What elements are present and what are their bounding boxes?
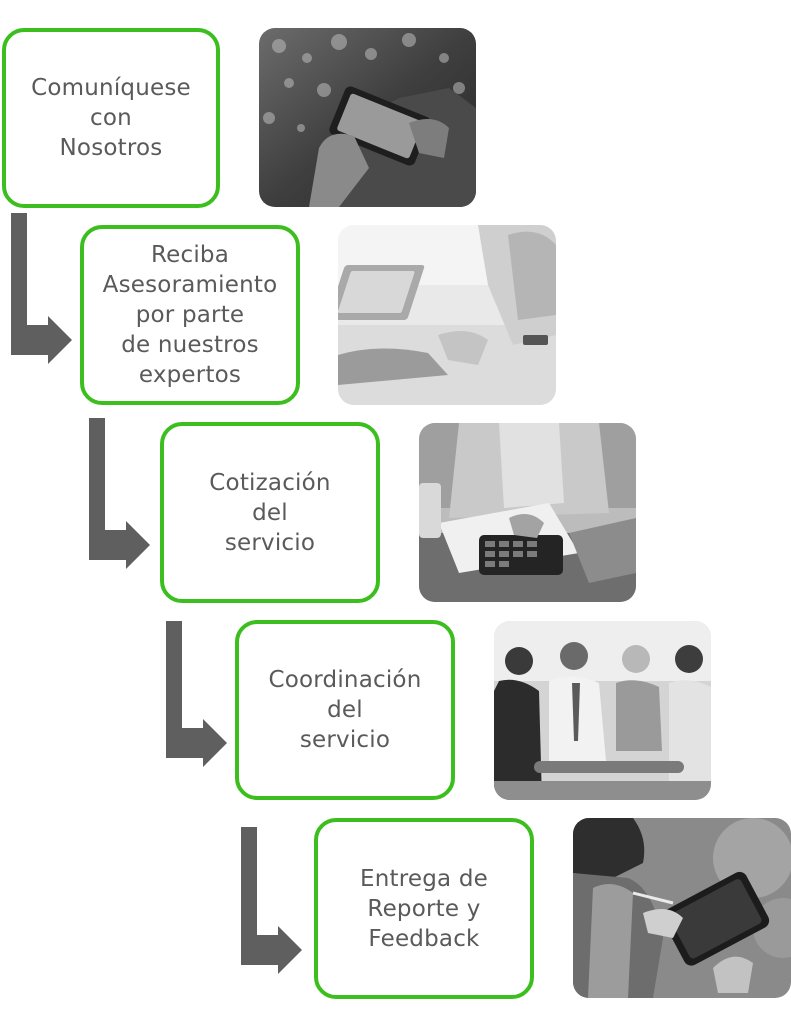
step-box-5: Entrega de Reporte y Feedback xyxy=(314,818,534,999)
step-box-2: Reciba Asesoramiento por parte de nuestr… xyxy=(80,225,300,405)
step-label-2: Reciba Asesoramiento por parte de nuestr… xyxy=(102,242,278,388)
step-box-3: Cotización del servicio xyxy=(160,422,380,603)
step-box-4: Coordinación del servicio xyxy=(235,620,455,800)
step-label-4: Coordinación del servicio xyxy=(268,667,422,753)
step-label-3: Cotización del servicio xyxy=(209,469,331,556)
step-photo-5 xyxy=(573,818,791,998)
step-photo-4 xyxy=(494,621,711,800)
step-label-1: Comuníquese con Nosotros xyxy=(31,75,191,161)
step-photo-3 xyxy=(419,423,636,602)
step-label-5: Entrega de Reporte y Feedback xyxy=(360,865,488,952)
step-photo-2 xyxy=(338,225,556,405)
step-box-1: Comuníquese con Nosotros xyxy=(2,28,220,208)
step-photo-1 xyxy=(259,28,476,207)
